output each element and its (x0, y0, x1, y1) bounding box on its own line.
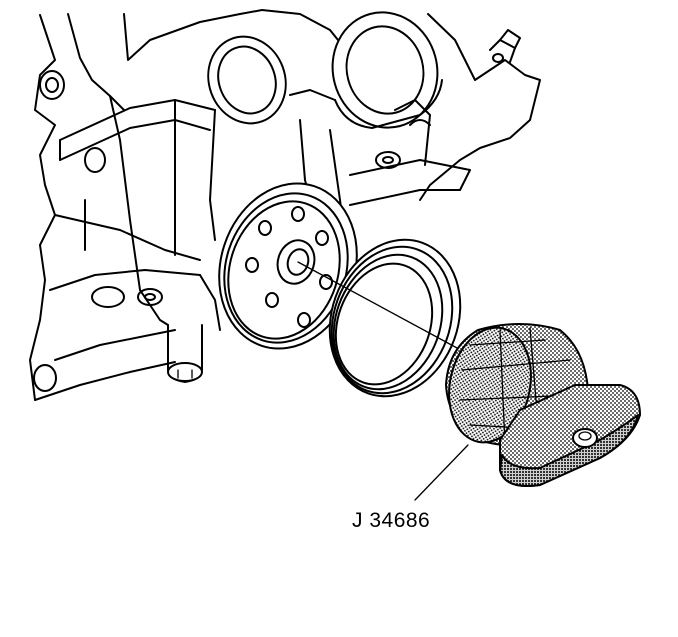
alignment-centerline (297, 261, 471, 356)
front-oil-seal (328, 238, 462, 398)
seal-installer-tool (414, 323, 641, 501)
tool-callout-label: J 34686 (352, 509, 431, 532)
callout-leader-line (414, 444, 469, 501)
engine-front-cover (29, 9, 541, 401)
crankshaft-hub (218, 182, 358, 350)
